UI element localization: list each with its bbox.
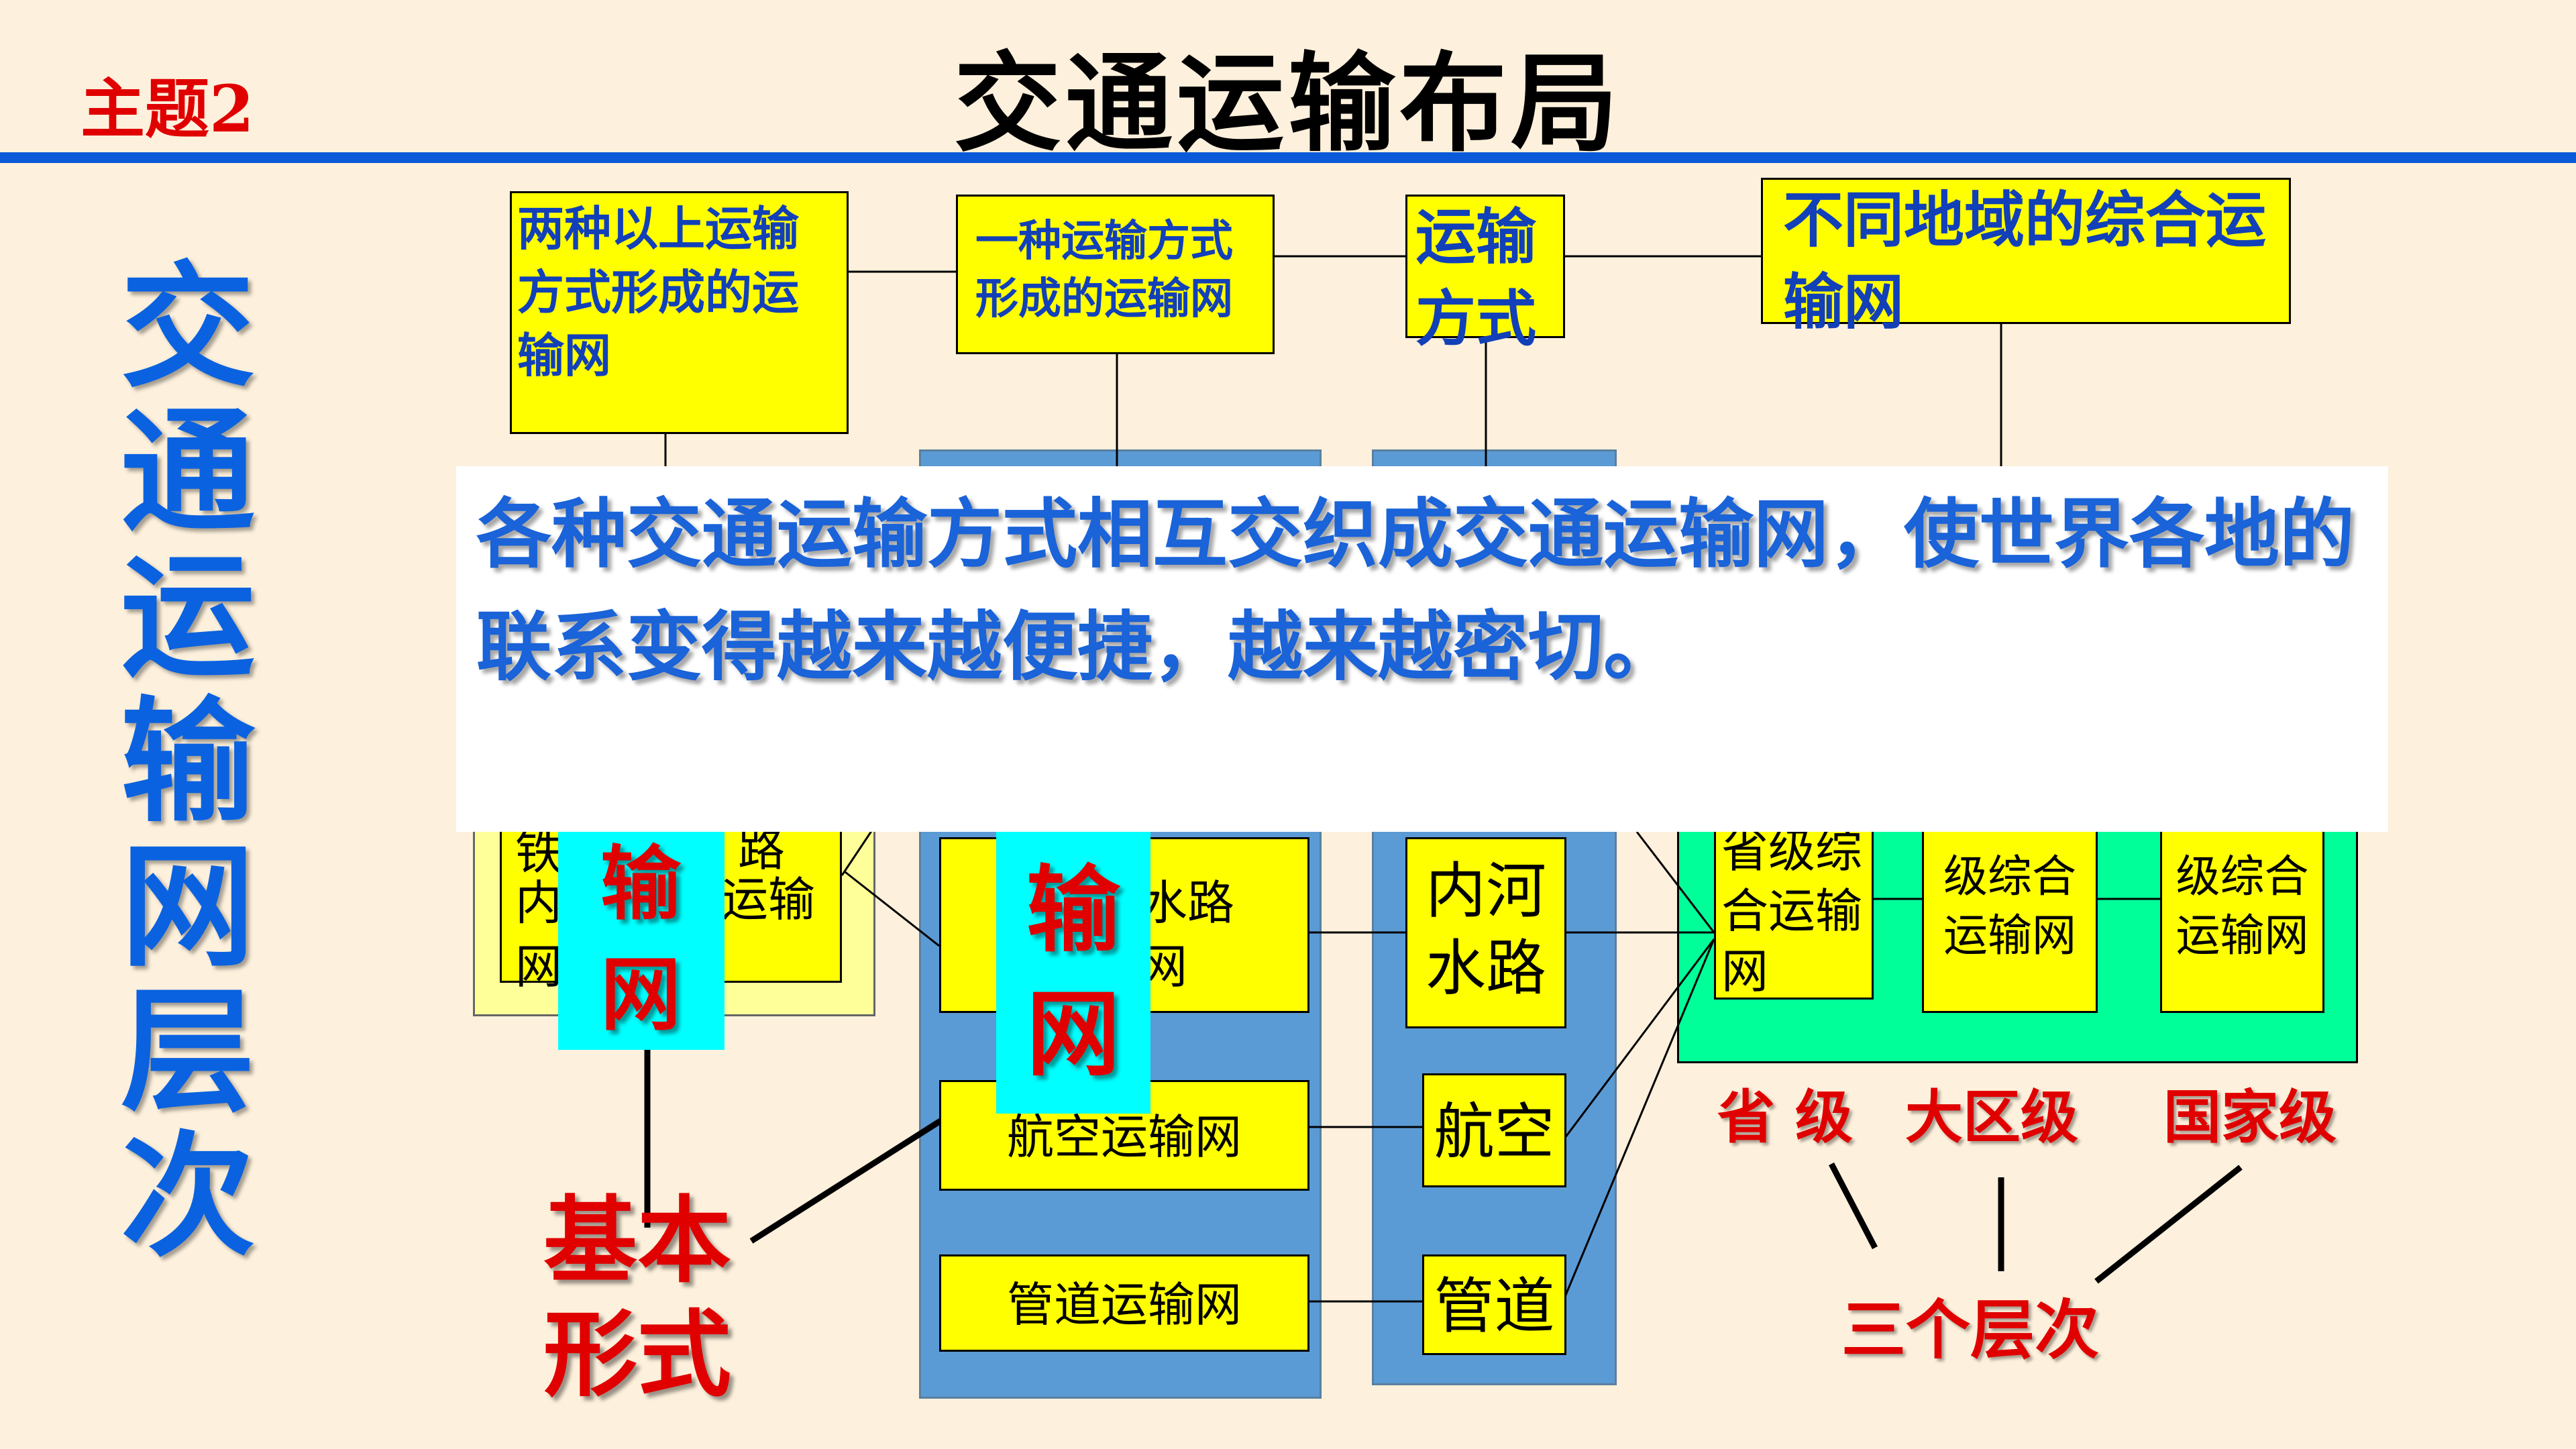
multi-mode-network-box: 两种以上运输方式形成的运输网 <box>510 191 849 434</box>
pipeline-network-box: 管道运输网 <box>939 1254 1309 1352</box>
river-waterway-box: 内河水路 <box>1405 837 1566 1028</box>
pipeline-mode-box: 管道 <box>1422 1254 1566 1355</box>
page-title: 交通运输布局 <box>953 40 1622 166</box>
regional-network-box: 不同地域的综合运输网 <box>1761 178 2291 337</box>
waterway-text-1: 水路 <box>1140 875 1234 930</box>
three-levels-label: 三个层次 <box>1841 1292 2099 1368</box>
partial-text-transport: 运输 <box>721 872 815 927</box>
national-network-box: 级综合运输网 <box>2160 805 2324 1013</box>
provincial-network-box: 省级综合运输网 <box>1714 805 1874 1000</box>
partial-text-network: 网 <box>515 939 562 994</box>
left-cyan-column <box>558 805 724 1050</box>
basic-form-label: 基本形式 <box>543 1186 732 1410</box>
region-level-label: 大区级 <box>1905 1083 2078 1151</box>
topic-label: 主题2 <box>80 71 254 147</box>
left-cyan-text: 输网 <box>600 837 681 1042</box>
great-region-network-box: 级综合运输网 <box>1922 805 2098 1013</box>
air-mode-box: 航空 <box>1422 1073 1566 1187</box>
nation-level-label: 国家级 <box>2163 1083 2337 1151</box>
overlay-statement: 各种交通运输方式相互交织成交通运输网，使世界各地的联系变得越来越便捷，越来越密切… <box>456 466 2388 832</box>
partial-text-rail: 铁 <box>515 825 562 880</box>
side-title: 交通运输网层次 <box>120 248 255 1275</box>
transport-mode-box: 运输方式 <box>1405 195 1565 354</box>
single-mode-network-box: 一种运输方式形成的运输网 <box>956 195 1275 354</box>
mid-cyan-text: 输网 <box>1026 855 1120 1089</box>
title-divider <box>0 152 2576 163</box>
partial-text-inland: 内 <box>515 875 562 930</box>
mid-cyan-column <box>996 815 1150 1114</box>
province-level-label: 省 级 <box>1717 1083 1853 1151</box>
